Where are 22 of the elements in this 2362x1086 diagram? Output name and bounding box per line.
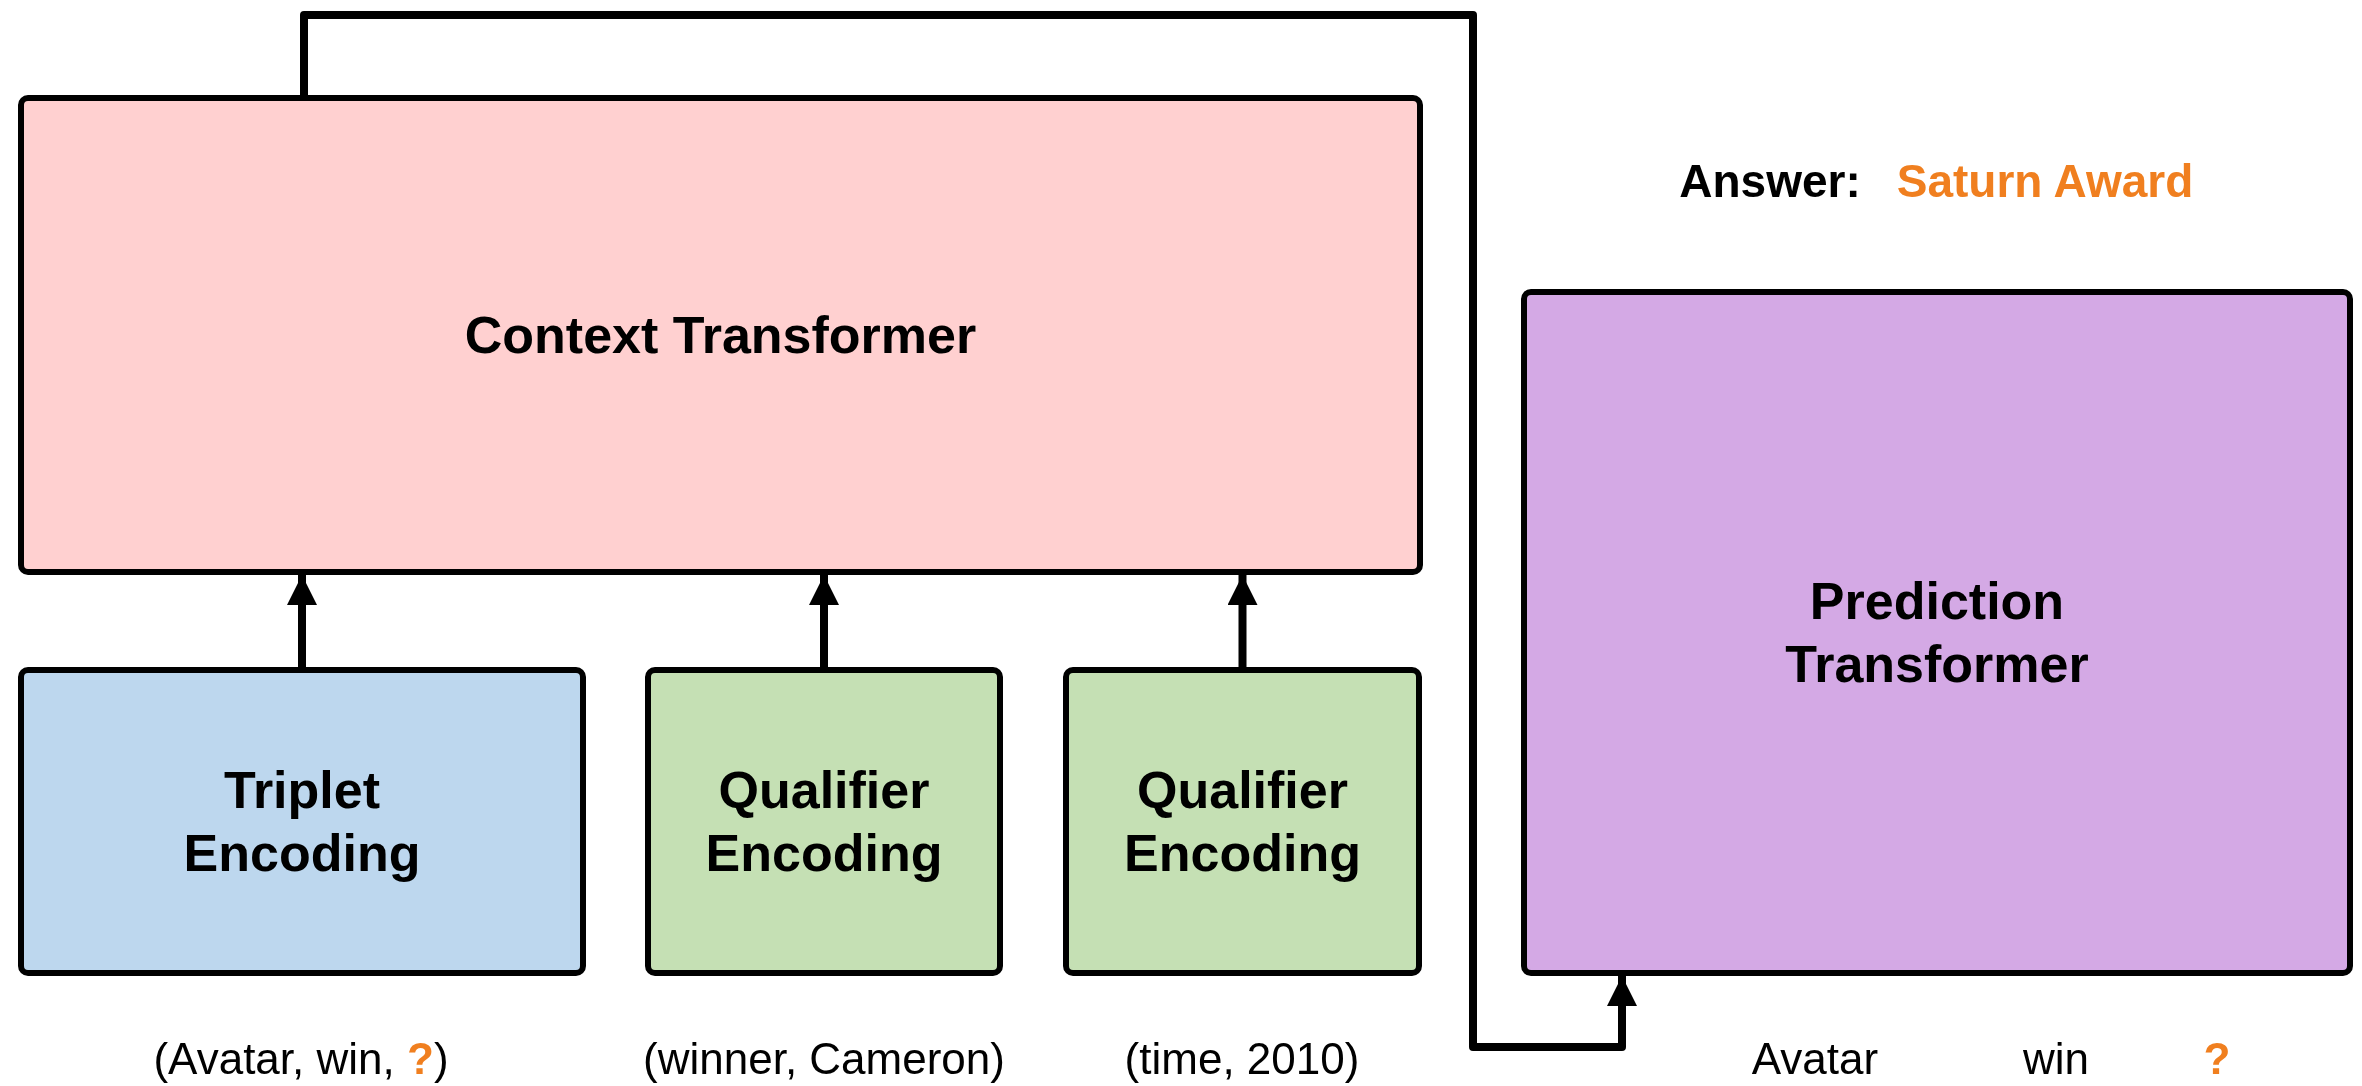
process-box (1063, 667, 1422, 976)
box-title: Qualifier Encoding (1123, 760, 1362, 884)
box-title: Triplet Encoding (182, 760, 422, 884)
input-label: Avatar (1751, 1033, 1879, 1085)
input-label: (Avatar, win, ?) (153, 1033, 449, 1085)
answer-label: Answer: (1679, 153, 1861, 209)
box-title: Qualifier Encoding (704, 760, 944, 884)
input-label: ? (2203, 1033, 2231, 1085)
input-label: (time, 2010) (1124, 1033, 1360, 1085)
process-box (1521, 289, 2353, 976)
box-title: Context Transformer (464, 304, 977, 366)
process-box (18, 667, 586, 976)
process-box (18, 95, 1423, 575)
input-label: (winner, Cameron) (643, 1033, 1005, 1085)
process-box (645, 667, 1003, 976)
box-title: Prediction Transformer (1784, 571, 2090, 695)
arrow (300, 11, 1637, 1051)
arrow (287, 575, 317, 667)
arrow (1227, 575, 1258, 667)
input-label: win (2023, 1033, 2089, 1085)
arrow (809, 575, 839, 667)
answer-value: Saturn Award (1896, 153, 2194, 209)
